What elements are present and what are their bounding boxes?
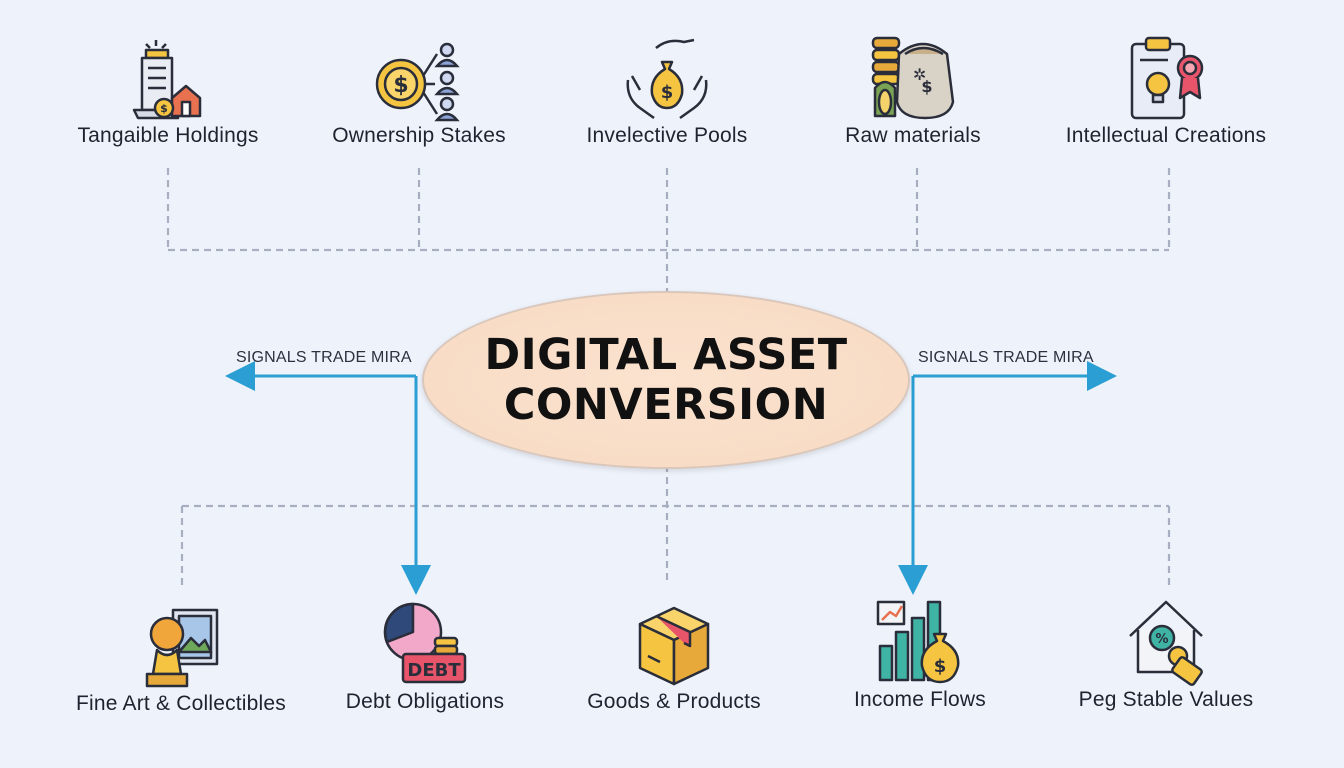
node-debt-obligations: DEBT Debt Obligations [305, 598, 545, 714]
node-label: Intellectual Creations [1046, 124, 1286, 148]
svg-text:%: % [1155, 632, 1168, 647]
center-hub: DIGITAL ASSET CONVERSION [422, 291, 910, 469]
coins-grain-sack-icon: $ ✲ [865, 32, 961, 124]
svg-text:✲: ✲ [913, 65, 926, 84]
node-label: Tangaible Holdings [48, 124, 288, 148]
cardboard-box-icon [632, 600, 716, 690]
node-invelective-pools: $ Invelective Pools [547, 36, 787, 148]
building-house-coin-icon: $ [128, 36, 208, 124]
hands-money-bag-icon: $ [622, 36, 712, 124]
node-label: Raw materials [793, 124, 1033, 148]
bar-chart-money-bag-icon: $ [872, 596, 968, 688]
center-title-line1: DIGITAL ASSET [484, 330, 847, 380]
node-label: Fine Art & Collectibles [56, 692, 306, 716]
clipboard-lightbulb-award-icon [1124, 34, 1208, 124]
node-label: Invelective Pools [547, 124, 787, 148]
pie-chart-debt-icon: DEBT [377, 598, 473, 690]
node-fine-art: Fine Art & Collectibles [56, 604, 306, 716]
svg-text:$: $ [934, 656, 947, 677]
node-income-flows: $ Income Flows [800, 596, 1040, 712]
svg-text:$: $ [393, 73, 408, 98]
node-goods-products: Goods & Products [554, 600, 794, 714]
node-label: Peg Stable Values [1046, 688, 1286, 712]
node-tangible-holdings: $ Tangaible Holdings [48, 36, 288, 148]
node-intellectual-creations: Intellectual Creations [1046, 34, 1286, 148]
left-flow-label: SIGNALS TRADE MIRA [236, 349, 412, 367]
center-title-line2: CONVERSION [504, 380, 828, 430]
node-label: Goods & Products [554, 690, 794, 714]
right-flow-label: SIGNALS TRADE MIRA [918, 349, 1094, 367]
svg-text:$: $ [661, 82, 674, 103]
coin-shareholders-icon: $ [371, 36, 467, 124]
node-peg-stable-values: % Peg Stable Values [1046, 596, 1286, 712]
bust-painting-icon [139, 604, 223, 692]
node-label: Income Flows [800, 688, 1040, 712]
node-raw-materials: $ ✲ Raw materials [793, 32, 1033, 148]
svg-text:$: $ [160, 102, 168, 115]
node-label: Debt Obligations [305, 690, 545, 714]
node-ownership-stakes: $ Ownership Stakes [299, 36, 539, 148]
house-percent-lock-icon: % [1124, 596, 1208, 688]
node-label: Ownership Stakes [299, 124, 539, 148]
debt-tag-text: DEBT [407, 660, 461, 681]
